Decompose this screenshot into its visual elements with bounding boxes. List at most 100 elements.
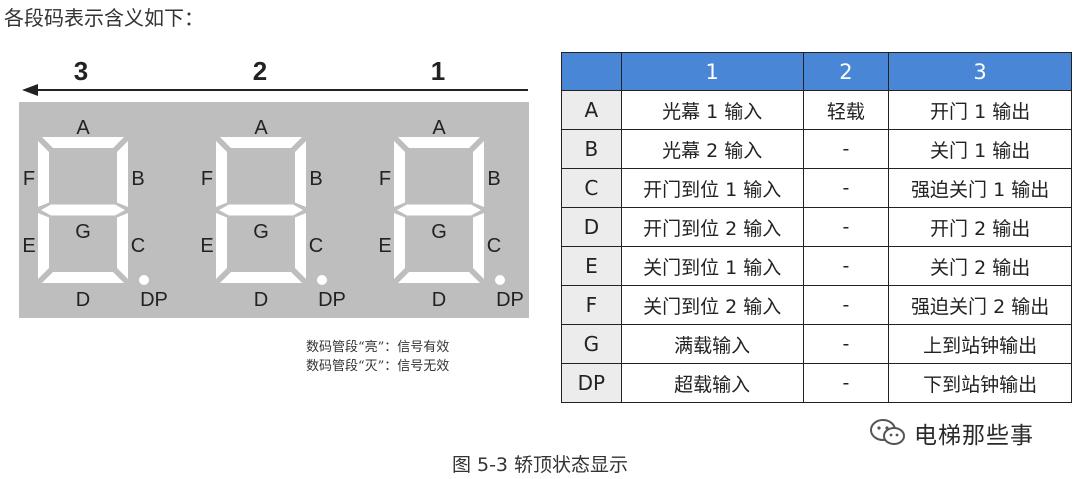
cell-col-3: 强迫关门 1 输出: [888, 168, 1072, 208]
digit-3-label-e: E: [22, 235, 35, 257]
header-corner: [561, 52, 622, 91]
digit-3-label-a: A: [76, 117, 90, 139]
cell-col-1: 开门到位 2 输入: [620, 207, 804, 247]
cell-col-1: 光幕 2 输入: [620, 129, 804, 169]
digit-2-label-dp: DP: [318, 289, 346, 311]
digit-3-segment-e: [38, 213, 49, 279]
cell-col-1: 超载输入: [620, 363, 804, 403]
row-segment-cell: C: [561, 168, 622, 208]
figure-caption: 图 5-3 轿顶状态显示: [451, 454, 629, 476]
digit-3-label-f: F: [23, 168, 35, 190]
cell-col-1: 关门到位 1 输入: [620, 246, 804, 286]
row-segment-cell: A: [561, 90, 622, 130]
cell-col-1: 光幕 1 输入: [620, 90, 804, 130]
cell-col-2: -: [802, 363, 890, 403]
row-segment-cell: G: [561, 324, 622, 364]
watermark-text: 电梯那些事: [914, 423, 1034, 449]
digit-2-label-f: F: [201, 168, 213, 190]
legend-notes: 数码管段“亮”：信号有效 数码管段“灭”：信号无效: [306, 338, 449, 376]
cell-col-2: -: [802, 246, 890, 286]
digit-3-segment-d: [42, 272, 124, 283]
direction-arrow-head: [22, 84, 38, 96]
digit-3-label-b: B: [131, 168, 144, 190]
digit-3-segment-g: [41, 204, 125, 216]
digit-3-label-dp: DP: [140, 289, 168, 311]
header-col-3: 3: [888, 52, 1072, 91]
row-segment-cell: DP: [561, 363, 622, 403]
cell-col-2: -: [802, 168, 890, 208]
digit-2-segment-dp: [317, 275, 327, 285]
cell-col-1: 关门到位 2 输入: [620, 285, 804, 325]
digit-1-label-e: E: [378, 235, 391, 257]
digit-2-label-a: A: [254, 117, 268, 139]
cell-col-2: -: [802, 285, 890, 325]
digit-1-segment-c: [473, 213, 484, 279]
cell-col-3: 开门 2 输出: [888, 207, 1072, 247]
header-col-2: 2: [802, 52, 890, 91]
cell-col-3: 关门 2 输出: [888, 246, 1072, 286]
note-lit: 数码管段“亮”：信号有效: [306, 340, 450, 355]
digit-1-label-f: F: [379, 168, 391, 190]
digit-2-segment-b: [295, 141, 306, 207]
digit-2-segment-g: [219, 204, 303, 216]
cell-col-3: 下到站钟输出: [888, 363, 1072, 403]
digit-1-segment-a: [398, 137, 480, 148]
digit-1-segment-f: [394, 141, 405, 207]
cell-col-3: 上到站钟输出: [888, 324, 1072, 364]
row-segment-cell: B: [561, 129, 622, 169]
digit-number-3: 3: [74, 56, 88, 86]
digit-2-label-d: D: [254, 289, 268, 311]
digit-1-segment-e: [394, 213, 405, 279]
digit-1-segment-g: [397, 204, 481, 216]
digit-2-segment-f: [216, 141, 227, 207]
digit-1-segment-dp: [495, 275, 505, 285]
digit-3-segment-f: [38, 141, 49, 207]
watermark: 电梯那些事: [868, 416, 1034, 450]
digit-2-segment-c: [295, 213, 306, 279]
table-header-row: 1 2 3: [561, 52, 1072, 91]
digit-1-label-g: G: [431, 221, 447, 243]
digit-1-label-b: B: [487, 168, 500, 190]
header-col-1: 1: [620, 52, 804, 91]
cell-col-3: 强迫关门 2 输出: [888, 285, 1072, 325]
cell-col-1: 满载输入: [620, 324, 804, 364]
digit-3-segment-c: [117, 213, 128, 279]
digit-1-label-c: C: [487, 235, 501, 257]
digit-3-label-g: G: [75, 221, 91, 243]
digit-1-segment-b: [473, 141, 484, 207]
wechat-icon: [870, 419, 905, 445]
row-segment-cell: D: [561, 207, 622, 247]
digit-3-segment-b: [117, 141, 128, 207]
row-segment-cell: F: [561, 285, 622, 325]
digit-2-label-g: G: [253, 221, 269, 243]
digit-1-label-dp: DP: [496, 289, 524, 311]
digit-3-label-c: C: [131, 235, 145, 257]
digit-2-segment-a: [220, 137, 302, 148]
digit-1-segment-d: [398, 272, 480, 283]
digit-3-segment-a: [42, 137, 124, 148]
digit-2-label-e: E: [200, 235, 213, 257]
cell-col-2: -: [802, 207, 890, 247]
digit-2-label-c: C: [309, 235, 323, 257]
cell-col-2: -: [802, 324, 890, 364]
digit-1-label-d: D: [432, 289, 446, 311]
cell-col-1: 开门到位 1 输入: [620, 168, 804, 208]
intro-text: 各段码表示含义如下：: [4, 6, 204, 30]
digit-2-label-b: B: [309, 168, 322, 190]
row-segment-cell: E: [561, 246, 622, 286]
digit-2-segment-d: [220, 272, 302, 283]
digit-3-segment-dp: [139, 275, 149, 285]
cell-col-2: 轻载: [802, 90, 890, 130]
digit-number-2: 2: [253, 56, 267, 86]
cell-col-3: 开门 1 输出: [888, 90, 1072, 130]
digit-3-label-d: D: [76, 289, 90, 311]
